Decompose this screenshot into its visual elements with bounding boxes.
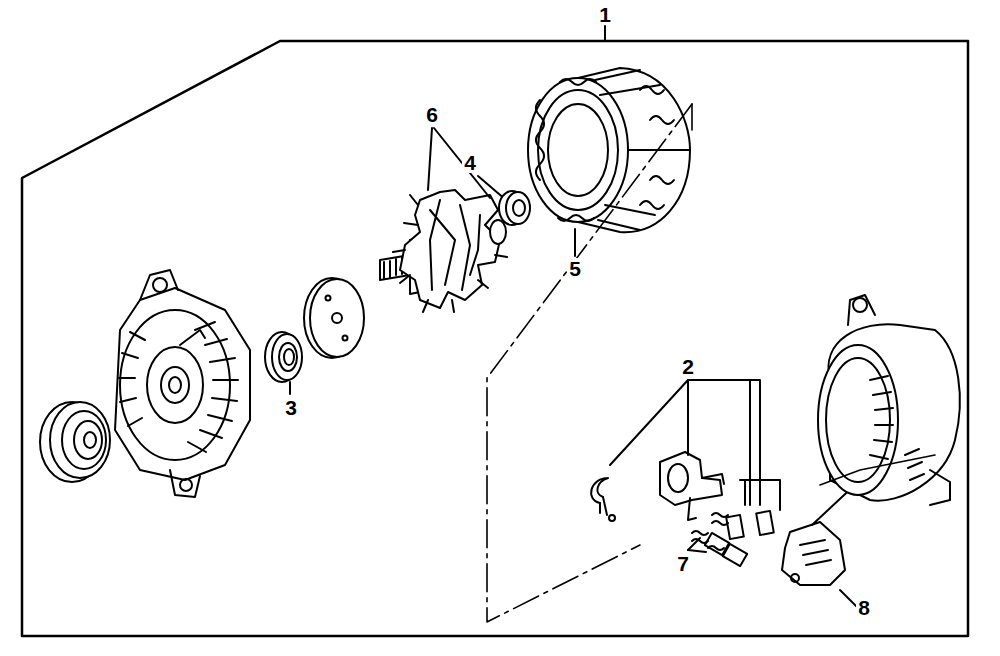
callout-number: 8 xyxy=(856,597,872,618)
callout-number: 6 xyxy=(424,104,440,125)
regulator xyxy=(660,452,724,520)
callout-number: 5 xyxy=(567,258,583,279)
callout-number: 3 xyxy=(283,397,299,418)
callout-number: 1 xyxy=(597,4,613,25)
callout-number: 2 xyxy=(680,356,696,377)
front-bearing xyxy=(265,332,302,382)
brushes xyxy=(692,480,780,566)
rotor xyxy=(380,190,507,312)
pulley xyxy=(40,402,110,482)
stator xyxy=(528,68,690,232)
retainer-plate xyxy=(304,278,364,358)
front-housing xyxy=(115,270,250,497)
rear-bearing xyxy=(499,191,530,225)
callout-number: 4 xyxy=(462,152,478,173)
rear-housing xyxy=(818,295,960,505)
terminal-clip xyxy=(591,478,615,521)
callout-number: 7 xyxy=(675,553,691,574)
